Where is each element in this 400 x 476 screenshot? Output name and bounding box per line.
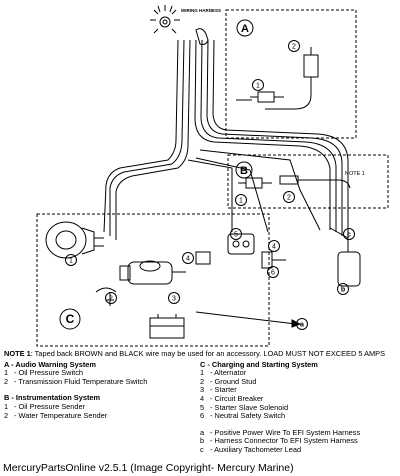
section-a-box [225, 9, 357, 139]
legend-item: b- Harness Connector To EFI System Harne… [200, 436, 358, 446]
callout-cc: c [347, 232, 351, 239]
callout-c4b: 4 [186, 256, 190, 263]
legend-item: 1- Oil Pressure Sender [4, 401, 86, 411]
copyright-footer: MercuryPartsOnline v2.5.1 (Image Copyrig… [3, 462, 294, 474]
wire-bundle [103, 39, 349, 240]
circuit-breaker [195, 251, 211, 265]
efi-harness-connector [337, 240, 361, 287]
callout-ca: a [300, 322, 304, 329]
starter [119, 260, 186, 285]
legend-item: 3- Starter [200, 385, 237, 395]
callout-c5: 5 [234, 232, 238, 239]
tach-lead [329, 227, 349, 239]
callout-b1: 1 [239, 198, 243, 205]
legend-section-c-title: C - Charging and Starting System [200, 359, 318, 369]
note-callout: NOTE 1 [345, 171, 365, 177]
callout-c6: 6 [271, 270, 275, 277]
neutral-safety-switch [261, 251, 286, 269]
note-prefix: NOTE 1 [4, 349, 31, 358]
legend-item: 2- Ground Stud [200, 376, 257, 386]
legend-section-b-title: B - Instrumentation System [4, 393, 101, 403]
legend-item: 1- Alternator [200, 368, 247, 378]
legend-item: 1- Oil Pressure Switch [4, 368, 83, 378]
alternator [45, 221, 104, 259]
positive-power-wire [195, 311, 302, 328]
legend-left-column: A - Audio Warning System 1- Oil Pressure… [4, 359, 200, 455]
callout-c1: 1 [69, 258, 73, 265]
water-temp-sender [279, 175, 351, 189]
callout-c3: 3 [172, 296, 176, 303]
legend-item: c- Auxiliary Tachometer Lead [200, 444, 302, 454]
legend-item: 4- Circuit Breaker [200, 393, 264, 403]
section-a-label: A [241, 23, 249, 35]
section-b-label: B [240, 165, 248, 177]
legend-item: 5- Starter Slave Solenoid [200, 402, 289, 412]
section-b-box [227, 154, 389, 209]
transmission-temp-switch [265, 47, 319, 110]
legend-item: a- Positive Power Wire To EFI System Har… [200, 427, 361, 437]
legend-item: 2- Transmission Fluid Temperature Switch [4, 376, 148, 386]
callout-a2: 2 [292, 44, 296, 51]
legend-section-a-title: A - Audio Warning System [4, 359, 96, 369]
harness-label: WIRING HARNESS [181, 8, 221, 13]
section-c-box [36, 213, 270, 347]
legend: NOTE 1: Taped back BROWN and BLACK wire … [4, 349, 396, 455]
wiring-diagram: WIRING HARNESS A B C NOTE 1 2 1 1 2 1 5 … [36, 5, 389, 347]
section-c-label: C [66, 312, 75, 326]
callout-a1: 1 [256, 83, 260, 90]
callout-c4: 4 [272, 244, 276, 251]
oil-pressure-sender [238, 177, 272, 189]
note-1: NOTE 1: Taped back BROWN and BLACK wire … [4, 349, 396, 359]
oil-pressure-switch-a [236, 91, 284, 103]
battery [149, 314, 185, 339]
legend-item: 6- Neutral Safety Switch [200, 411, 286, 421]
callout-c2: 2 [109, 296, 113, 303]
callout-cb: b [341, 287, 345, 294]
note-text: : Taped back BROWN and BLACK wire may be… [30, 349, 386, 358]
callout-b2: 2 [287, 195, 291, 202]
legend-item: 2- Water Temperature Sender [4, 410, 108, 420]
legend-right-column: C - Charging and Starting System 1- Alte… [200, 359, 396, 455]
